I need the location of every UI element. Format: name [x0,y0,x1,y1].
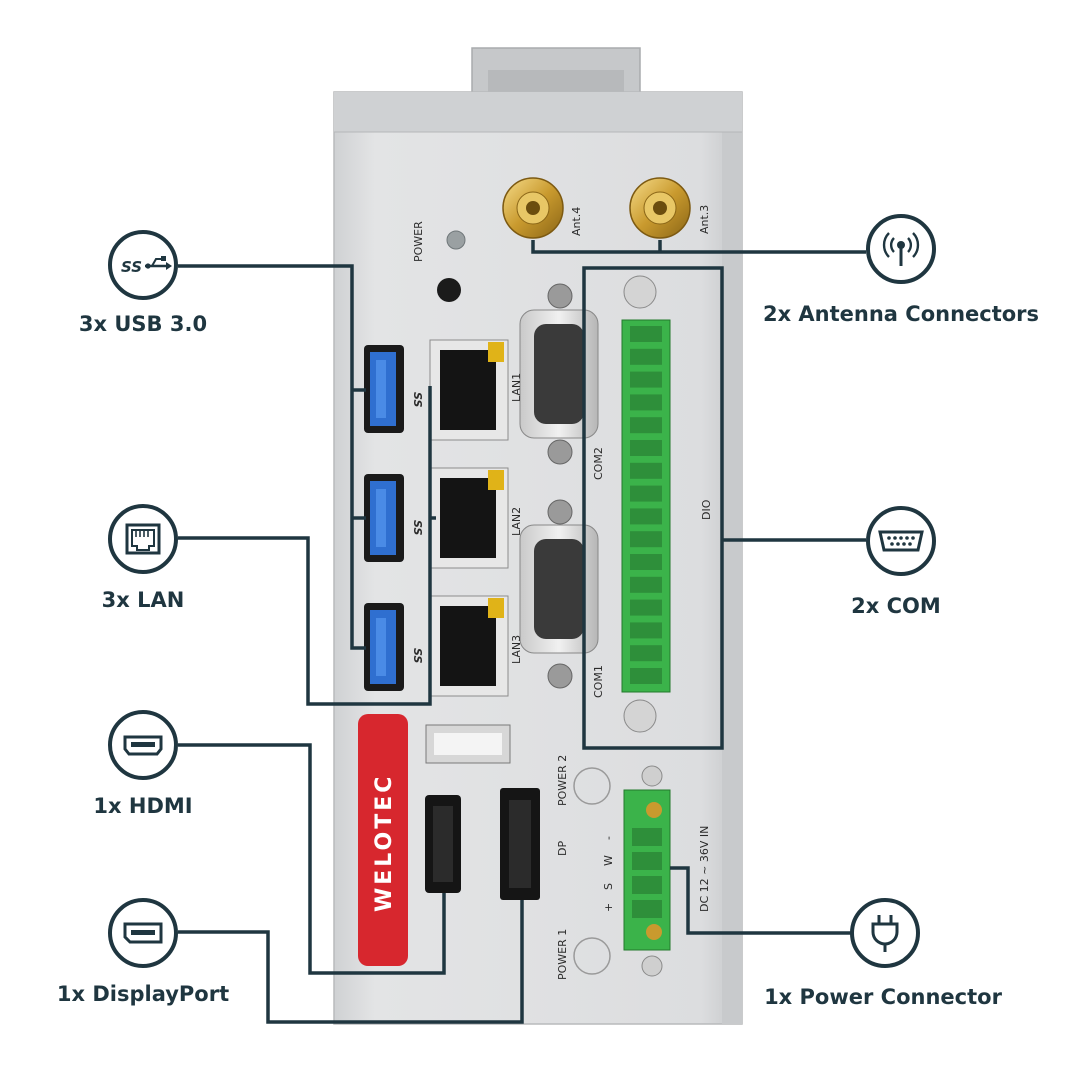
power-pin-slot [632,828,662,846]
dio-pin-slot [630,462,662,479]
usb-feature-label: 3x USB 3.0 [78,312,208,336]
power-terminal[interactable] [623,765,671,977]
ethernet-port-icon [108,504,178,574]
power-pin-slot [632,876,662,894]
hdmi-port-icon [108,710,178,780]
lan-feature-label: 3x LAN [101,588,185,612]
hdmi-feature-label: 1x HDMI [93,794,193,818]
power-leader [670,866,866,935]
brand-bar [358,714,408,966]
power-feature-label: 1x Power Connector [764,985,1002,1009]
com1-label: COM1 [592,665,605,698]
dio-pin-slot [630,508,662,525]
usb-leader [178,264,366,650]
lan3-label: LAN3 [510,634,523,664]
dio-pin-slot [630,576,662,593]
dio-pin-slot [630,348,662,365]
antenna-feature-label: 2x Antenna Connectors [762,302,1040,326]
power1-label: POWER 1 [556,928,569,980]
power-pin-plus-label: + [602,902,615,912]
com-port-2[interactable] [519,283,599,465]
dio-pin-slot [630,440,662,456]
hdmi-leader [178,743,446,975]
dio-pin-slot [630,485,662,502]
dp-label: DP [556,840,569,856]
displayport-icon [108,898,178,968]
power-pin-slot [632,852,662,870]
power-pin-minus-label: - [602,836,615,840]
power-plug-icon [850,898,920,968]
hdmi-port[interactable] [425,795,461,893]
lan-port-3[interactable] [429,595,509,697]
usb-port-3[interactable] [364,603,404,691]
antenna-3-label: Ant.3 [698,204,711,234]
power-pin-slot [632,900,662,918]
power1-button[interactable] [573,937,611,975]
usb-ss-label-1: SS [411,392,424,408]
displayport-port[interactable] [500,788,540,900]
com2-label: COM2 [592,447,605,480]
leader-lines [178,240,866,1024]
antenna-icon [866,214,936,284]
com-port-1[interactable] [519,499,599,689]
usb3-icon: SS [108,230,178,300]
dio-pin-slot [630,554,662,570]
dio-terminal-block[interactable] [621,275,671,733]
usb2-port[interactable] [425,724,511,764]
dio-pin-slot [630,645,662,662]
antenna-connector-4 [502,177,564,239]
dio-pin-slot [630,394,662,411]
dio-pin-slot [630,668,662,684]
displayport-leader [178,900,524,1024]
com-feature-label: 2x COM [851,594,941,618]
antenna-connector-3 [629,177,691,239]
dc-input-label: DC 12 ~ 36V IN [698,825,711,912]
power2-label: POWER 2 [556,754,569,806]
usb-ss-label-3: SS [411,648,424,664]
power2-button[interactable] [573,767,611,805]
antenna-leader [531,240,866,254]
dio-pin-slot [630,326,662,342]
lan2-label: LAN2 [510,506,523,536]
dio-pin-slot [630,531,662,548]
dio-pin-slot [630,371,662,388]
power-pin-s-label: S [602,883,615,890]
power-led [446,230,466,250]
usb-ss-label-2: SS [411,520,424,536]
antenna-4-label: Ant.4 [570,206,583,236]
lan1-label: LAN1 [510,372,523,402]
power-led-label: POWER [412,221,425,262]
displayport-feature-label: 1x DisplayPort [56,982,230,1006]
dio-com-leader [582,266,866,750]
brand-logo: WELOTEC [372,773,397,912]
dio-pin-slot [630,599,662,616]
lan-leader [178,386,432,706]
usb-port-2[interactable] [364,474,404,562]
dio-label: DIO [700,499,713,520]
dio-pin-slot [630,417,662,434]
dio-pin-slot [630,622,662,639]
power-button[interactable] [437,278,461,302]
serial-port-icon [866,506,936,576]
lan-port-2[interactable] [429,467,509,569]
power-pin-w-label: W [602,855,615,866]
lan-port-1[interactable] [429,339,509,441]
svg-text:SS: SS [121,258,142,276]
usb-port-1[interactable] [364,345,404,433]
